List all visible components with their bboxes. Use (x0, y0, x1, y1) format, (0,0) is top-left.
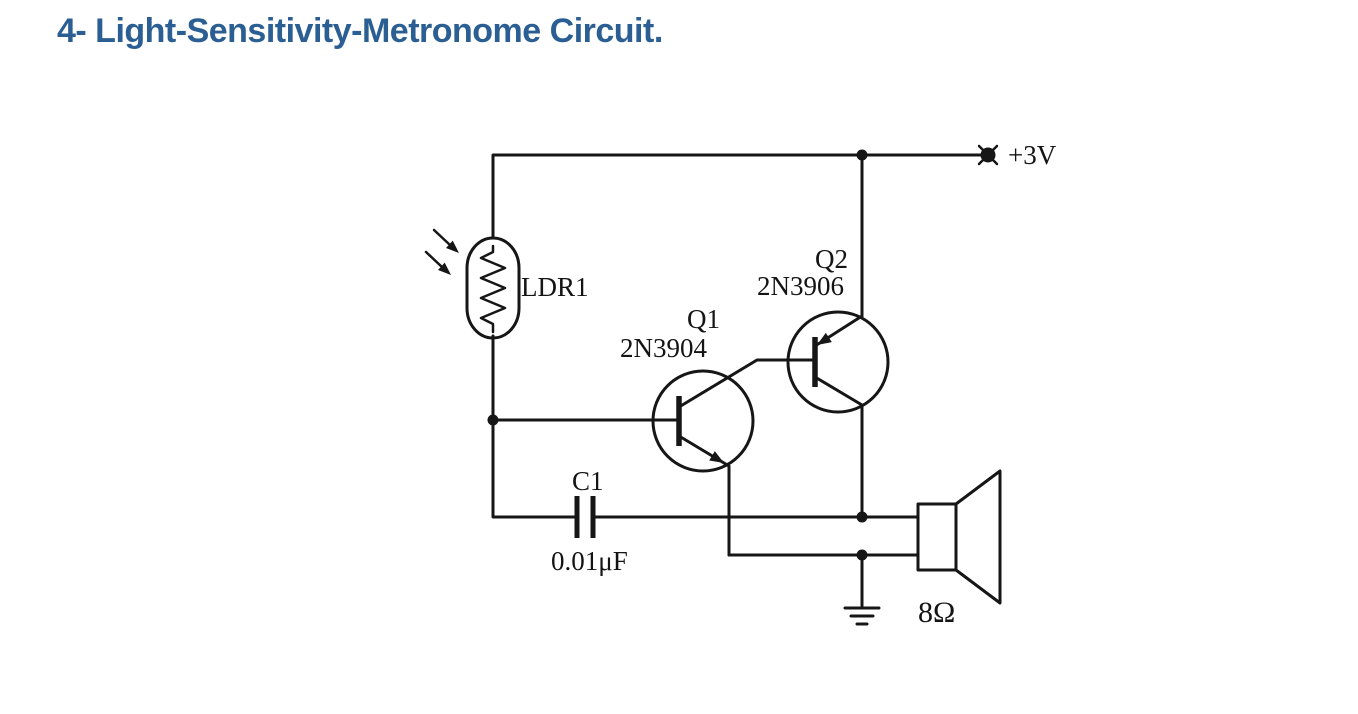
supply-label: +3V (1008, 140, 1057, 170)
c1-ref-label: C1 (572, 466, 604, 496)
q2-ref-label: Q2 (815, 244, 848, 274)
speaker-component: 8Ω (916, 469, 1002, 629)
power-rail: +3V (491, 140, 1057, 318)
wire-top-rail (491, 153, 988, 242)
c1-capacitor: C1 0.01μF (551, 466, 920, 576)
speaker-coil-icon (916, 502, 958, 572)
c1-value-label: 0.01μF (551, 546, 628, 576)
q1-body-icon (651, 369, 755, 473)
wire-q1-collector-to-q2-base (677, 358, 817, 409)
q2-part-label: 2N3906 (757, 271, 844, 301)
light-arrow-icon (424, 250, 451, 275)
speaker-cone-icon (954, 469, 1002, 605)
supply-terminal-icon (977, 144, 999, 166)
q1-part-label: 2N3904 (620, 333, 707, 363)
wire-ldr-to-base-node (491, 334, 579, 519)
junction-dot (487, 414, 499, 426)
q1-transistor: Q1 2N3904 (487, 304, 817, 557)
page-title: 4- Light-Sensitivity-Metronome Circuit. (57, 12, 663, 50)
q2-transistor: Q2 2N3906 (757, 244, 890, 519)
ground-return (727, 549, 920, 626)
wire-q2-collector (813, 375, 864, 519)
wire-q1-emitter (677, 434, 731, 557)
ldr-ref-label: LDR1 (521, 272, 589, 302)
ground-symbol-icon (843, 606, 881, 626)
q1-emitter-arrow-icon (709, 451, 724, 463)
light-arrow-icon (432, 228, 459, 253)
junction-dot (856, 149, 868, 161)
speaker-impedance-label: 8Ω (918, 596, 955, 629)
ldr-resistor-zigzag-icon (479, 244, 507, 334)
q1-ref-label: Q1 (687, 304, 720, 334)
q2-emitter-arrow-icon (817, 332, 832, 345)
junction-dot (856, 511, 868, 523)
ldr-component: LDR1 (424, 228, 589, 519)
q2-body-icon (786, 310, 890, 414)
